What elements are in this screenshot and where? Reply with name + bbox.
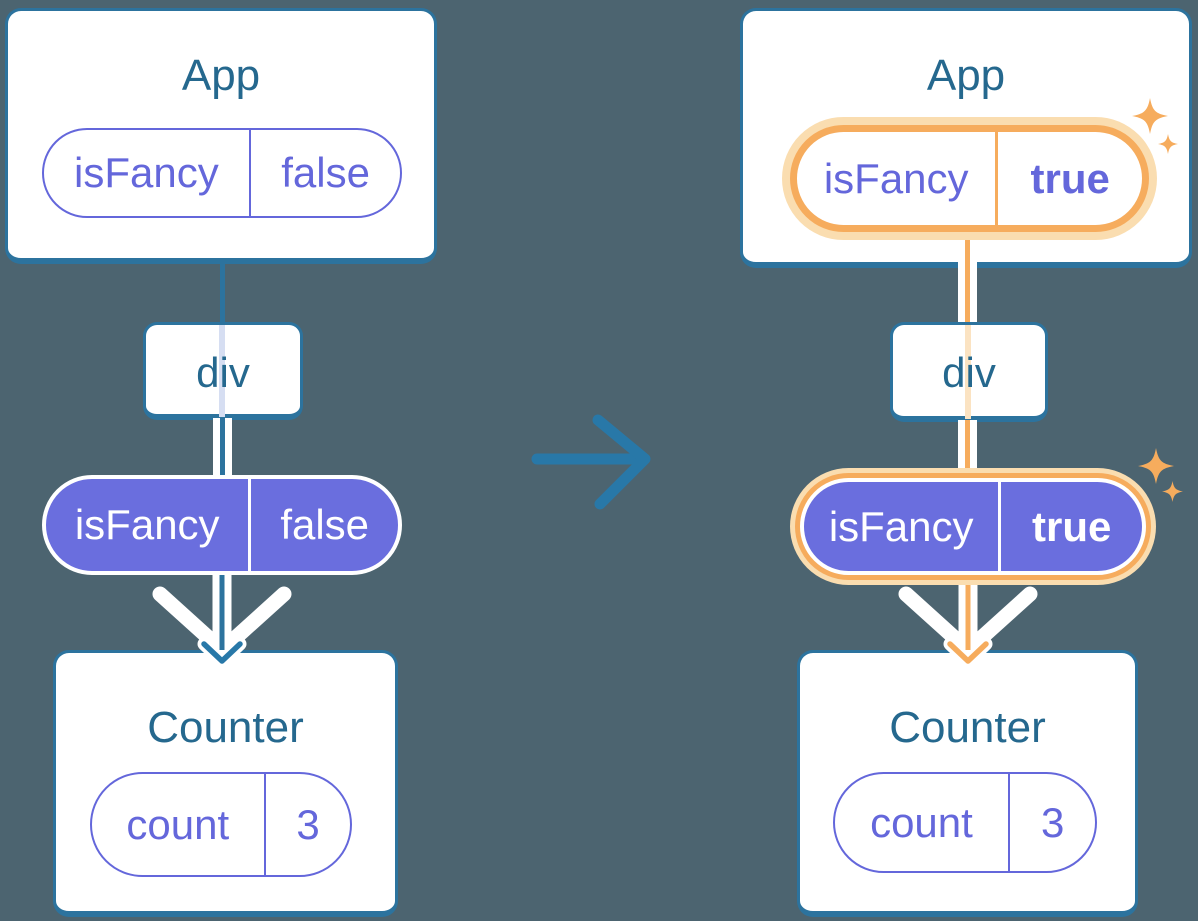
pill-value: false: [281, 149, 370, 196]
connector-app-to-div: [965, 262, 970, 324]
count-state-pill: count 3: [90, 772, 352, 877]
pill-value: true: [1030, 154, 1110, 202]
arrow-down-icon: [201, 641, 243, 664]
counter-title: Counter: [147, 703, 304, 752]
isfancy-state-pill-highlighted: isFancy true: [790, 125, 1149, 232]
isfancy-state-pill: isFancy false: [42, 128, 402, 218]
prop-line-through-div: [965, 325, 971, 419]
pill-key: isFancy: [828, 502, 974, 550]
count-state-pill: count 3: [833, 772, 1097, 873]
pill-key: count: [870, 798, 973, 846]
app-title: App: [181, 51, 261, 100]
pill-value: 3: [1041, 798, 1065, 846]
sparkle-icon: [1138, 448, 1174, 484]
arrow-down-icon: [947, 641, 989, 664]
pill-divider: [995, 132, 999, 225]
isfancy-prop-pill-highlighted: isFancy true: [800, 478, 1146, 575]
pill-value: true: [1031, 502, 1112, 550]
pill-key: isFancy: [73, 149, 219, 196]
highlighted-prop-line-in-app: [965, 228, 970, 266]
div-title: div: [942, 349, 996, 396]
pill-key: count: [126, 800, 230, 848]
connector-div-to-pill: [220, 418, 225, 478]
sparkle-icon: [1162, 481, 1183, 502]
app-title: App: [926, 51, 1006, 100]
pill-key: isFancy: [74, 501, 220, 548]
pill-divider: [248, 479, 252, 571]
right-arrow-icon: [531, 414, 651, 510]
pill-divider: [248, 130, 252, 216]
sparkle-icon: [1132, 98, 1168, 134]
prop-flow-arrow: [152, 572, 292, 668]
prop-line-through-div: [219, 325, 225, 417]
connector-div-to-pill: [965, 420, 970, 480]
pill-key: isFancy: [823, 154, 969, 202]
arrow-shaft: [965, 572, 971, 650]
arrow-shaft: [219, 572, 225, 650]
prop-flow-arrow: [898, 572, 1038, 668]
connector-app-to-div: [219, 260, 225, 324]
pill-value: false: [280, 501, 370, 548]
pill-divider: [263, 774, 267, 875]
div-title: div: [196, 349, 250, 396]
sparkle-icon: [1158, 134, 1178, 154]
pill-divider: [1007, 774, 1011, 871]
counter-title: Counter: [889, 703, 1046, 752]
isfancy-prop-pill: isFancy false: [42, 475, 402, 575]
pill-divider: [998, 482, 1002, 571]
pill-value: 3: [296, 800, 320, 848]
